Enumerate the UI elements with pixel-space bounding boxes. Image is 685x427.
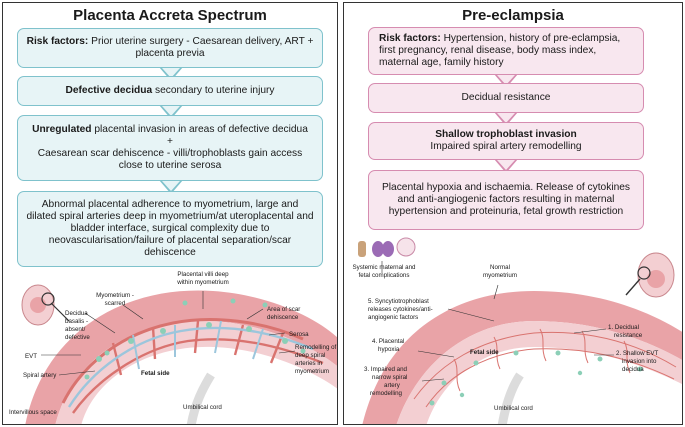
box-bold: Defective decidua — [65, 85, 153, 96]
pointer-line — [50, 302, 70, 322]
label-intervillous: Intervillous space — [9, 409, 57, 416]
box-text: Abnormal placental adherence to myometri… — [26, 199, 314, 258]
box-text: Placental hypoxia and ischaemia. Release… — [381, 182, 631, 217]
leader-lines — [381, 261, 614, 382]
uterine-wall — [362, 291, 682, 424]
umbilical-cord — [497, 372, 524, 424]
risk-factors-box: Risk factors: Hypertension, history of p… — [368, 27, 644, 75]
vein-vessel — [132, 320, 264, 370]
flow-arrow — [159, 180, 183, 194]
flow-arrow — [494, 159, 518, 173]
box-bold: Shallow trophoblast invasion — [435, 129, 577, 140]
spiral-artery-vessel — [61, 318, 304, 404]
placenta-layer — [55, 320, 337, 424]
placenta-accreta-panel: Placenta Accreta Spectrum Risk factors: … — [2, 2, 338, 425]
narrow-spiral-arteries — [413, 328, 677, 408]
box-plus: + — [167, 136, 173, 147]
pregnant-uterus-icon — [637, 252, 675, 298]
organ-icons — [358, 237, 416, 257]
box-bold: Risk factors: — [26, 36, 89, 47]
pregnant-uterus-icon — [21, 284, 55, 326]
box-text: Prior uterine surgery - Caesarean delive… — [91, 36, 314, 59]
umbilical-cord — [186, 372, 215, 424]
label-fetal-side: Fetal side — [470, 349, 499, 356]
box-bold: Unregulated — [32, 124, 92, 135]
panel-title: Placenta Accreta Spectrum — [73, 7, 267, 24]
shallow-invasion-box: Shallow trophoblast invasion Impaired sp… — [368, 122, 644, 160]
pointer-arrow — [625, 278, 641, 296]
spiral-artery-vessel — [72, 338, 324, 414]
label-serosa: Serosa — [289, 331, 309, 338]
box-text: Impaired spiral artery remodelling — [430, 141, 582, 152]
leader-lines — [41, 291, 296, 376]
box-bold: Risk factors: — [379, 33, 441, 44]
villi-clusters — [84, 298, 306, 380]
label-umbilical-cord: Umbilical cord — [494, 405, 533, 412]
box-text: Hypertension, history of pre-eclampsia, … — [379, 33, 621, 68]
unregulated-invasion-box: Unregulated placental invasion in areas … — [17, 115, 323, 181]
label-myometrium: Myometrium -scarred — [96, 292, 134, 307]
decidual-resistance-box: Decidual resistance — [368, 83, 644, 113]
villi-clusters — [429, 350, 643, 406]
panel-title: Pre-eclampsia — [462, 7, 564, 24]
label-evt: EVT — [25, 353, 37, 360]
pre-eclampsia-panel: Pre-eclampsia Risk factors: Hypertension… — [343, 2, 683, 425]
box-text: placental invasion in areas of defective… — [94, 124, 308, 135]
box-text: Decidual resistance — [461, 92, 551, 103]
label-fetal-side: Fetal side — [141, 370, 170, 377]
box-text: secondary to uterine injury — [155, 85, 275, 96]
placenta-layer — [396, 321, 682, 424]
outcome-box: Placental hypoxia and ischaemia. Release… — [368, 170, 644, 230]
label-umbilical-cord: Umbilical cord — [183, 404, 222, 411]
vein-vessel — [67, 326, 314, 408]
outcome-box: Abnormal placental adherence to myometri… — [17, 191, 323, 267]
label-spiral-artery: Spiral artery — [23, 372, 57, 379]
box-text: Caesarean scar dehiscence - villi/tropho… — [37, 148, 303, 171]
